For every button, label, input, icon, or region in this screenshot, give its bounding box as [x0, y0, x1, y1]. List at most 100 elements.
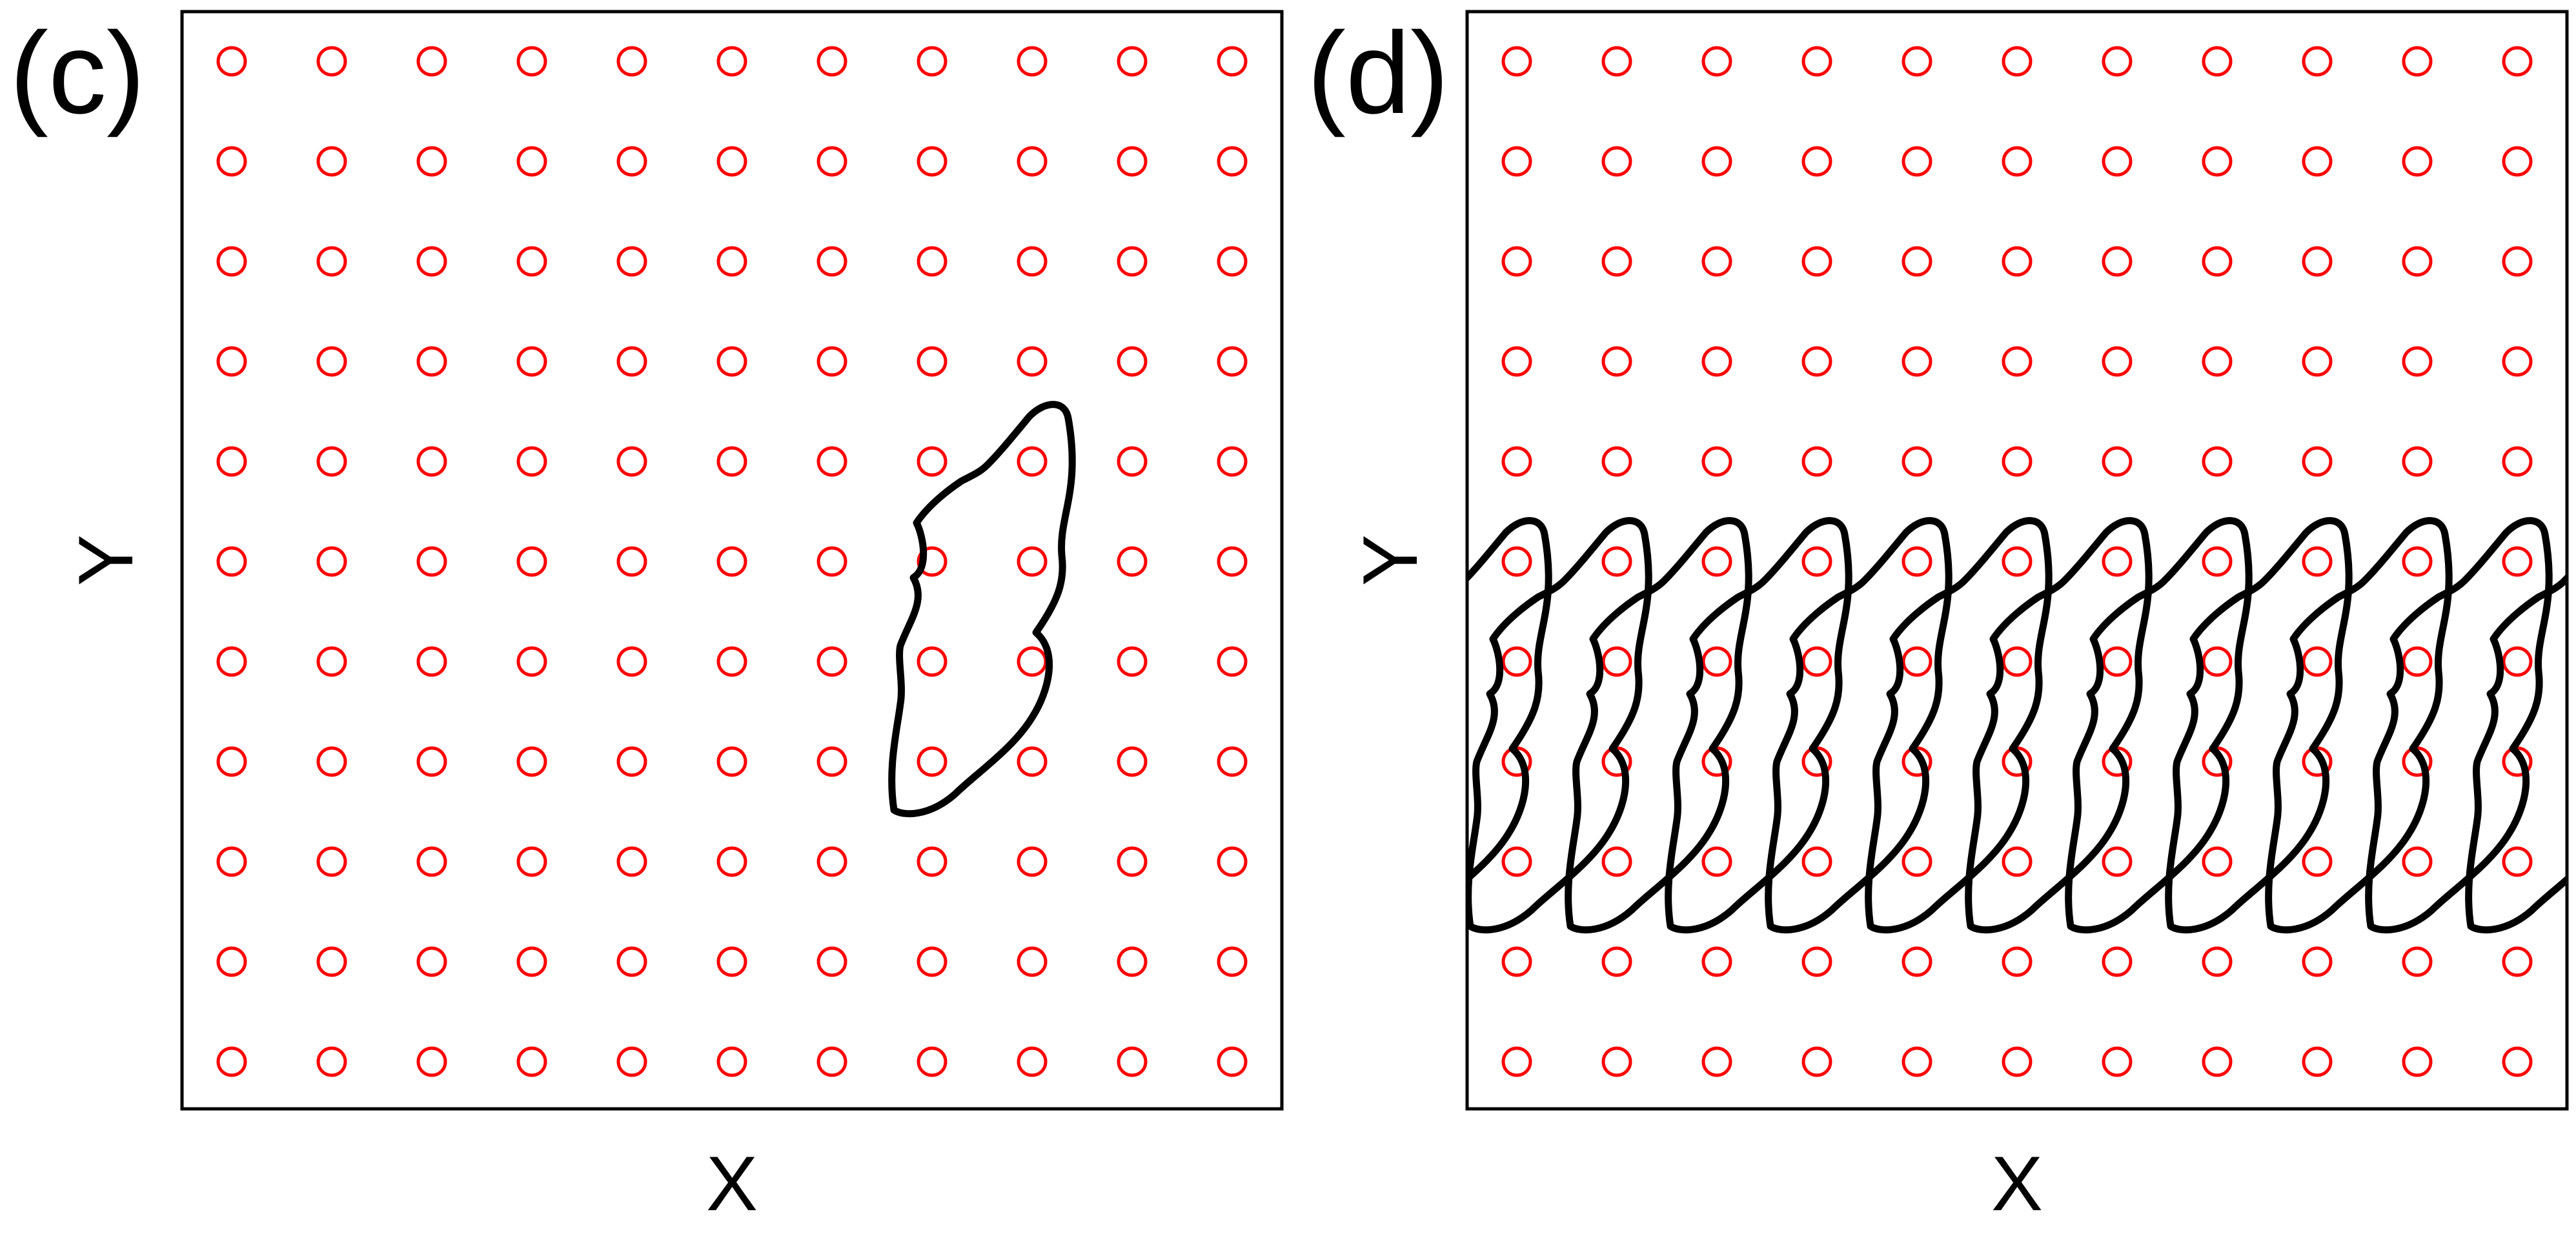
particle-marker [816, 346, 847, 377]
particle-marker [1017, 146, 1048, 177]
particle-marker [1601, 246, 1632, 277]
particle-marker [917, 46, 948, 77]
x-axis-label-d: X [1991, 1140, 2043, 1227]
particle-marker [2002, 846, 2033, 877]
particle-marker [1217, 546, 1248, 577]
particle-marker [316, 646, 347, 677]
particle-marker [716, 346, 747, 377]
particle-marker [1701, 1046, 1732, 1077]
particle-marker [1701, 146, 1732, 177]
particle-marker [2202, 246, 2233, 277]
particle-marker [1701, 646, 1732, 677]
particle-marker [1601, 1046, 1632, 1077]
particle-marker [1017, 446, 1048, 477]
particle-marker [216, 46, 247, 77]
y-axis-label-d: Y [1347, 534, 1434, 586]
particle-marker [2302, 1046, 2333, 1077]
particle-marker [2302, 246, 2333, 277]
contour-layer-c [888, 401, 1076, 818]
contour-outline [2265, 517, 2453, 934]
particle-marker [2102, 146, 2133, 177]
particle-marker [1902, 46, 1932, 77]
particle-marker [1017, 846, 1048, 877]
particle-marker [1701, 846, 1732, 877]
particle-marker [1117, 1046, 1148, 1077]
particle-marker [2102, 1046, 2133, 1077]
particle-marker [2402, 446, 2433, 477]
particle-marker [1017, 646, 1048, 677]
particle-marker [416, 546, 447, 577]
particle-marker [1601, 646, 1632, 677]
particle-marker [2302, 346, 2333, 377]
particle-marker [1117, 346, 1148, 377]
particle-marker [1801, 446, 1832, 477]
particle-marker [616, 846, 647, 877]
particle-marker [1217, 346, 1248, 377]
particle-marker [616, 146, 647, 177]
particle-marker [2102, 646, 2133, 677]
particle-marker [1117, 146, 1148, 177]
particle-marker [1217, 746, 1248, 777]
particle-marker [2002, 546, 2033, 577]
particle-marker [2202, 346, 2233, 377]
particle-marker [1017, 246, 1048, 277]
particle-marker [2202, 146, 2233, 177]
particle-marker [616, 346, 647, 377]
particle-marker [2202, 946, 2233, 977]
particle-marker [1501, 46, 1532, 77]
particle-marker [1501, 1046, 1532, 1077]
contour-outline [2365, 517, 2553, 934]
particle-marker [2402, 146, 2433, 177]
particle-marker [516, 746, 547, 777]
particle-marker [1902, 146, 1932, 177]
particle-marker [1902, 946, 1932, 977]
particle-marker [2402, 346, 2433, 377]
particle-marker [1017, 746, 1048, 777]
particle-marker [216, 246, 247, 277]
particle-grid-c [216, 46, 1248, 1077]
particle-marker [616, 1046, 647, 1077]
particle-marker [516, 1046, 547, 1077]
particle-marker [816, 946, 847, 977]
particle-marker [716, 1046, 747, 1077]
contour-outline [1965, 517, 2153, 934]
particle-marker [216, 1046, 247, 1077]
particle-marker [816, 746, 847, 777]
particle-marker [1902, 246, 1932, 277]
particle-marker [1601, 346, 1632, 377]
particle-marker [917, 146, 948, 177]
particle-marker [1902, 546, 1932, 577]
particle-marker [716, 946, 747, 977]
particle-marker [1217, 246, 1248, 277]
particle-marker [2302, 546, 2333, 577]
particle-marker [1801, 146, 1832, 177]
y-axis-label-c: Y [63, 534, 149, 586]
particle-marker [1801, 1046, 1832, 1077]
particle-marker [1501, 146, 1532, 177]
particle-marker [2002, 146, 2033, 177]
particle-marker [816, 446, 847, 477]
particle-marker [1902, 646, 1932, 677]
particle-marker [716, 546, 747, 577]
particle-marker [1902, 446, 1932, 477]
particle-marker [716, 646, 747, 677]
particle-marker [2002, 1046, 2033, 1077]
particle-marker [2302, 946, 2333, 977]
particle-marker [516, 146, 547, 177]
particle-marker [1501, 846, 1532, 877]
particle-marker [1117, 846, 1148, 877]
particle-marker [917, 1046, 948, 1077]
particle-marker [1117, 746, 1148, 777]
particle-marker [2302, 446, 2333, 477]
particle-marker [416, 46, 447, 77]
particle-marker [416, 146, 447, 177]
particle-marker [416, 746, 447, 777]
particle-marker [416, 646, 447, 677]
particle-marker [716, 146, 747, 177]
particle-marker [1501, 946, 1532, 977]
particle-marker [1501, 246, 1532, 277]
particle-marker [2502, 846, 2533, 877]
particle-marker [2002, 46, 2033, 77]
particle-marker [1017, 946, 1048, 977]
